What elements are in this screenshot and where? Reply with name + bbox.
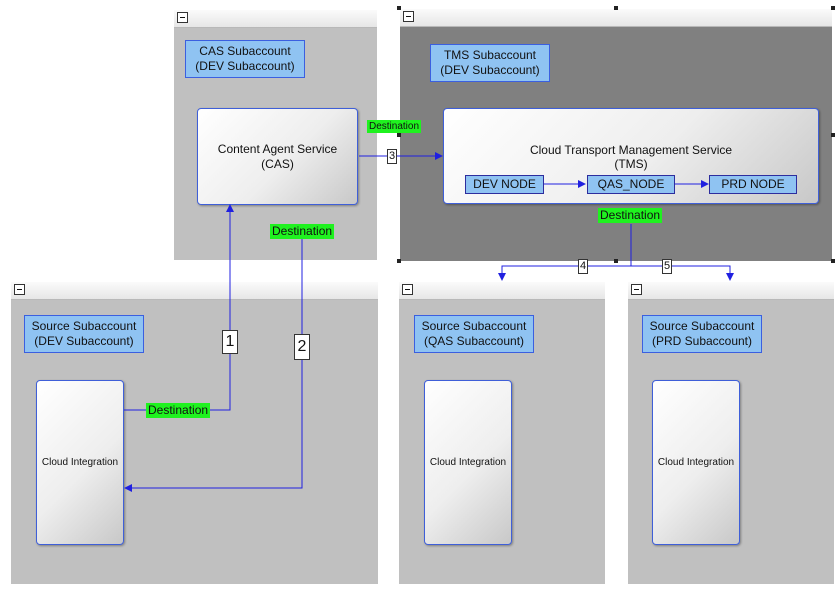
qas-node[interactable]: QAS_NODE: [587, 175, 675, 194]
subaccount-label: Source Subaccount (PRD Subaccount): [642, 315, 762, 353]
panel-header: [400, 9, 832, 27]
subaccount-label: CAS Subaccount (DEV Subaccount): [185, 40, 305, 78]
connector-step-5[interactable]: [631, 265, 734, 281]
resize-handle[interactable]: [831, 133, 835, 137]
collapse-icon[interactable]: [14, 284, 25, 295]
cloud-integration-box[interactable]: Cloud Integration: [424, 380, 512, 545]
service-name: Cloud Integration: [657, 457, 735, 468]
subaccount-title: Source Subaccount: [421, 319, 527, 333]
cloud-integration-box[interactable]: Cloud Integration: [36, 380, 124, 545]
panel-header: [174, 10, 377, 28]
service-name: Content Agent Service: [217, 141, 338, 156]
subaccount-subtitle: (DEV Subaccount): [440, 63, 540, 77]
source-prd-subaccount-panel: Source Subaccount (PRD Subaccount) Cloud…: [628, 282, 834, 584]
resize-handle[interactable]: [397, 6, 401, 10]
subaccount-label: TMS Subaccount (DEV Subaccount): [430, 44, 550, 82]
content-agent-service-box[interactable]: Content Agent Service (CAS): [197, 108, 358, 205]
subaccount-subtitle: (DEV Subaccount): [34, 334, 134, 348]
subaccount-label: Source Subaccount (QAS Subaccount): [414, 315, 534, 353]
dev-node[interactable]: DEV NODE: [465, 175, 544, 194]
collapse-icon[interactable]: [631, 284, 642, 295]
step-label-2: 2: [294, 334, 310, 360]
subaccount-title: Source Subaccount: [31, 319, 137, 333]
step-label-5: 5: [662, 259, 672, 274]
resize-handle[interactable]: [614, 259, 618, 263]
subaccount-subtitle: (DEV Subaccount): [195, 59, 295, 73]
source-dev-subaccount-panel: Source Subaccount (DEV Subaccount) Cloud…: [11, 282, 378, 584]
resize-handle[interactable]: [831, 259, 835, 263]
destination-tag-source-dev: Destination: [146, 403, 211, 418]
connector-step-2[interactable]: [124, 224, 303, 492]
service-name: Cloud Integration: [41, 457, 119, 468]
step-label-3: 3: [387, 149, 397, 164]
destination-tag-cas: Destination: [270, 224, 335, 239]
cas-subaccount-panel: CAS Subaccount (DEV Subaccount) Content …: [174, 10, 377, 260]
service-abbr: (TMS): [614, 157, 648, 171]
resize-handle[interactable]: [831, 6, 835, 10]
step-label-4: 4: [578, 259, 588, 274]
panel-header: [399, 282, 605, 300]
panel-header: [628, 282, 834, 300]
service-name: Cloud Transport Management Service: [529, 143, 733, 157]
service-name: Cloud Integration: [429, 457, 507, 468]
prd-node[interactable]: PRD NODE: [709, 175, 797, 194]
resize-handle[interactable]: [397, 133, 401, 137]
subaccount-subtitle: (QAS Subaccount): [423, 334, 525, 348]
destination-tag-cas-tms: Destination: [367, 120, 422, 133]
subaccount-title: TMS Subaccount: [443, 48, 537, 62]
step-label-1: 1: [222, 330, 238, 354]
subaccount-label: Source Subaccount (DEV Subaccount): [24, 315, 144, 353]
subaccount-title: Source Subaccount: [649, 319, 755, 333]
collapse-icon[interactable]: [403, 11, 414, 22]
source-qas-subaccount-panel: Source Subaccount (QAS Subaccount) Cloud…: [399, 282, 605, 584]
subaccount-title: CAS Subaccount: [199, 44, 291, 58]
resize-handle[interactable]: [614, 6, 618, 10]
cloud-integration-box[interactable]: Cloud Integration: [652, 380, 740, 545]
service-abbr: (CAS): [261, 156, 294, 171]
connector-step-4[interactable]: [498, 224, 632, 281]
collapse-icon[interactable]: [177, 12, 188, 23]
connector-step-1[interactable]: [124, 204, 234, 411]
panel-header: [11, 282, 378, 300]
resize-handle[interactable]: [397, 259, 401, 263]
collapse-icon[interactable]: [402, 284, 413, 295]
destination-tag-tms: Destination: [598, 208, 663, 223]
subaccount-subtitle: (PRD Subaccount): [651, 334, 753, 348]
